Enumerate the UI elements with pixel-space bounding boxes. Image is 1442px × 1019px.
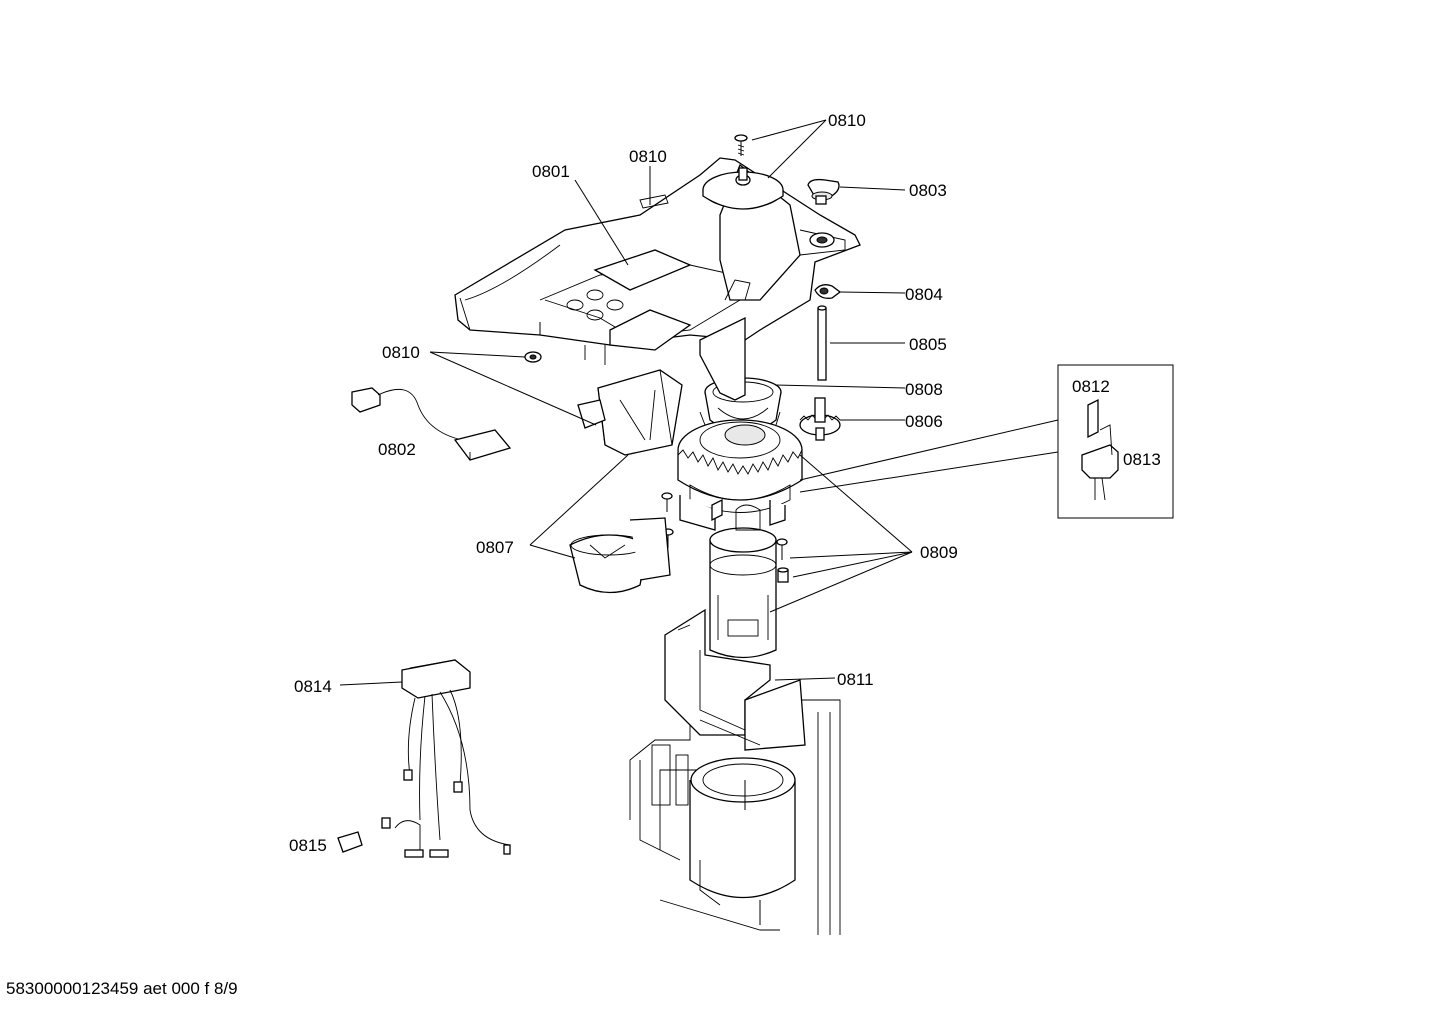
label-0809: 0809	[920, 543, 958, 562]
connector-0815	[337, 831, 363, 853]
part-labels: 0810 0810 0801 0803 0804 0805 0810 0808 …	[289, 111, 1161, 855]
harness-0814	[381, 659, 511, 858]
label-0812: 0812	[1072, 377, 1110, 396]
screw-top	[734, 134, 748, 156]
label-0802: 0802	[378, 440, 416, 459]
top-disc	[702, 167, 784, 210]
clip-0804	[814, 284, 842, 299]
motor-cylinder	[689, 757, 796, 925]
label-0805: 0805	[909, 335, 947, 354]
label-0808: 0808	[905, 380, 943, 399]
label-0803: 0803	[909, 181, 947, 200]
label-0801: 0801	[532, 162, 570, 181]
label-0810-left: 0810	[382, 343, 420, 362]
funnel-upper-0807	[577, 369, 683, 456]
label-0811: 0811	[837, 670, 874, 689]
label-0813: 0813	[1123, 450, 1161, 469]
top-housing-0801	[454, 157, 861, 365]
bracket-0811	[664, 608, 806, 751]
shaft-0805	[817, 305, 827, 381]
label-0804: 0804	[905, 285, 943, 304]
label-0814: 0814	[294, 677, 332, 696]
label-0810-mid: 0810	[629, 147, 667, 166]
label-0810-top: 0810	[828, 111, 866, 130]
funnel-lower-0807	[569, 517, 671, 594]
detail-box	[1057, 364, 1174, 519]
gear-0806	[799, 397, 841, 441]
diagram-footer-code: 58300000123459 aet 000 f 8/9	[6, 979, 238, 998]
sensor-0802	[351, 387, 512, 461]
main-gear	[677, 411, 803, 513]
label-0815: 0815	[289, 836, 327, 855]
motor-body	[679, 495, 786, 659]
chute-guide	[699, 316, 746, 401]
label-0806: 0806	[905, 412, 943, 431]
knob-0803	[807, 178, 840, 205]
nut-0810-left	[524, 351, 542, 363]
label-0807: 0807	[476, 538, 514, 557]
leader-lines	[339, 119, 1059, 686]
